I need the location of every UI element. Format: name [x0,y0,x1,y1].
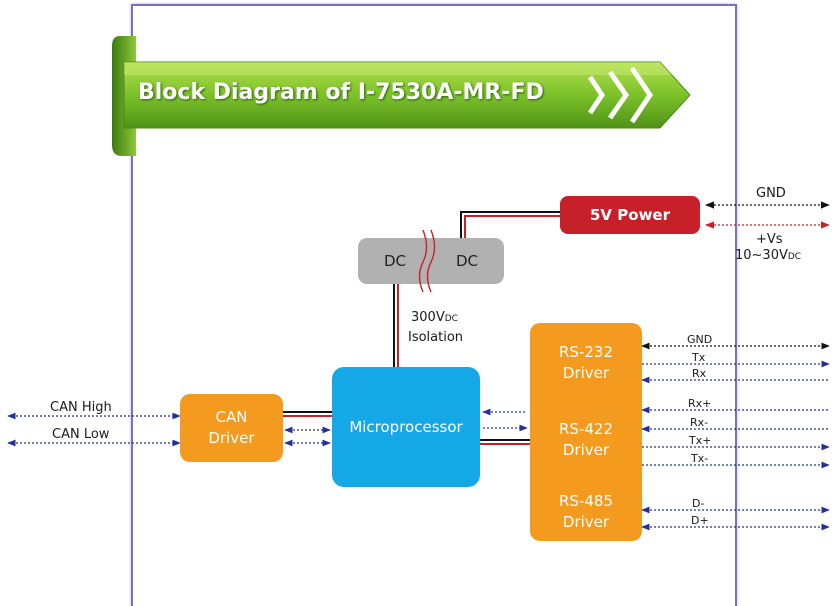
can-driver-block: CAN Driver [180,394,283,462]
rs485-driver: RS-485 Driver [530,484,642,540]
vs-label: +Vs [756,232,783,247]
isolation-label: Isolation [408,330,464,345]
gnd-label: GND [756,186,786,201]
rs232-line1: RS-232 [559,343,613,361]
rs422-line2: Driver [562,441,610,459]
rs422-rxplus-label: Rx+ [688,397,712,410]
isolation-voltage-unit: DC [444,314,458,324]
diagram-frame [131,4,737,606]
rs232-rx-label: Rx [692,367,707,380]
page-title: Block Diagram of I-7530A-MR-FD [138,80,544,105]
rs232-driver: RS-232 Driver [530,330,642,396]
isolation-voltage: 300VDC [411,310,458,325]
can-high-label: CAN High [50,400,112,415]
rs422-driver: RS-422 Driver [530,404,642,476]
diagram-canvas [7,36,830,531]
rs422-txminus-label: Tx- [691,452,709,465]
rs485-line2: Driver [562,513,610,531]
rs485-dplus-label: D+ [691,514,709,527]
rs232-tx-label: Tx [692,351,706,364]
title-banner [112,36,691,156]
can-driver-line1: CAN [215,408,248,426]
isolation-voltage-value: 300V [411,310,445,325]
chevron-icon [587,66,654,124]
rs232-line2: Driver [562,364,610,382]
voltage-range-label: 10~30VDC [735,248,801,263]
microprocessor-block: Microprocessor [332,367,480,487]
rs422-line1: RS-422 [559,420,613,438]
power-label: 5V Power [590,205,670,224]
rs485-dminus-label: D- [692,497,705,510]
voltage-range-value: 10~30V [735,248,788,263]
dc-right-label: DC [456,252,479,270]
dc-left-label: DC [384,252,407,270]
rs422-rxminus-label: Rx- [690,416,709,429]
rs485-line1: RS-485 [559,492,613,510]
power-supply-block: 5V Power [560,196,700,234]
rs-drivers-block [530,323,642,541]
voltage-range-unit: DC [787,252,802,262]
rs232-gnd-label: GND [687,333,713,346]
rs422-txplus-label: Tx+ [689,434,712,447]
microprocessor-label: Microprocessor [349,417,463,436]
can-driver-line2: Driver [208,429,255,447]
can-low-label: CAN Low [52,427,110,442]
